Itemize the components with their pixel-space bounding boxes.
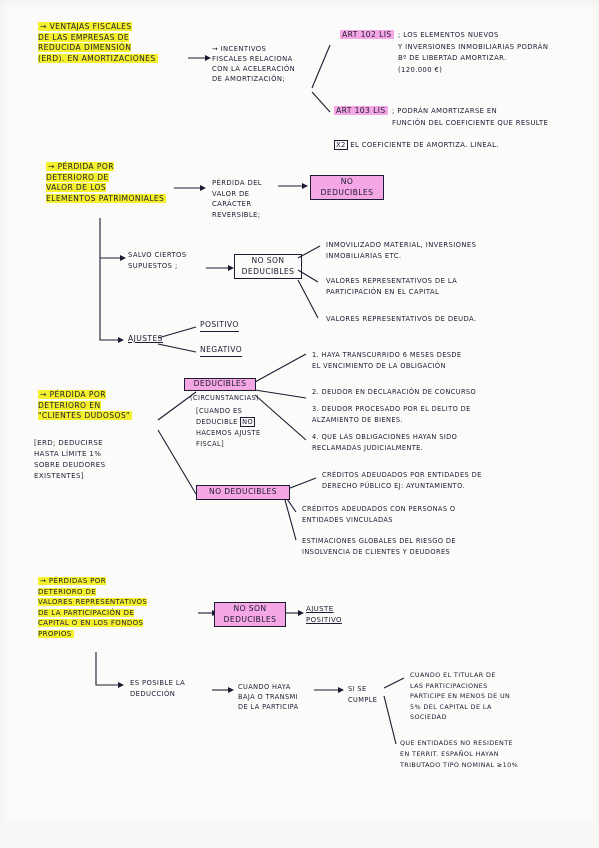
block2-item3: VALORES REPRESENTATIVOS DE DEUDA. (326, 315, 477, 323)
block3-deducibles-box: DEDUCIBLES (184, 378, 256, 391)
block4-si-se-cumple: SI SE CUMPLE (348, 685, 378, 704)
block3-cuando: [CUANDO ES DEDUCIBLE NO HACEMOS AJUSTE F… (196, 407, 261, 448)
block3-cond2: 2. DEUDOR EN DECLARACIÓN DE CONCURSO (312, 388, 477, 396)
block1-art103-label: ART 103 LIS (334, 106, 388, 115)
block2-no-deducibles-box: NO DEDUCIBLES (310, 175, 384, 200)
block1-incentivos: → INCENTIVOS FISCALES RELACIONA CON LA A… (212, 45, 296, 83)
block2-negativo: NEGATIVO (200, 345, 243, 357)
block3-nd2: CRÉDITOS ADEUDADOS CON PERSONAS O ENTIDA… (302, 505, 456, 524)
x2-box: X2 (334, 140, 348, 150)
block3-title: → PÉRDIDA POR DETERIORO EN "CLIENTES DUD… (38, 390, 132, 420)
block3-nd3: ESTIMACIONES GLOBALES DEL RIESGO DE INSO… (302, 537, 456, 556)
no-box: NO (240, 417, 256, 427)
block2-ajustes: AJUSTES (128, 334, 163, 343)
block2-salvo: SALVO CIERTOS SUPUESTOS ; (128, 251, 187, 270)
block1-art103-text: ; PODRÁN AMORTIZARSE EN FUNCIÓN DEL COEF… (392, 107, 549, 127)
block1-x2-line: X2 EL COEFICIENTE DE AMORTIZA. LINEAL. (334, 140, 499, 150)
block4-no-son-deducibles-box: NO SON DEDUCIBLES (214, 602, 286, 627)
block2-item2: VALORES REPRESENTATIVOS DE LA PARTICIPAC… (326, 277, 458, 296)
block3-cond3: 3. DEUDOR PROCESADO POR EL DELITO DE ALZ… (312, 405, 471, 424)
block2-title: → PÉRDIDA POR DETERIORO DE VALOR DE LOS … (46, 162, 167, 203)
block4-es-posible: ES POSIBLE LA DEDUCCIÓN (130, 679, 186, 698)
block2-no-son-deducibles-box: NO SON DEDUCIBLES (234, 254, 302, 279)
block2-perdida-del: PÉRDIDA DEL VALOR DE CARÁCTER REVERSIBLE… (212, 179, 262, 219)
block4-cuando-haya: CUANDO HAYA BAJA O TRANSMI DE LA PARTICI… (238, 683, 299, 711)
block2-positivo: POSITIVO (200, 320, 239, 332)
block3-cond1: 1. HAYA TRANSCURRIDO 6 MESES DESDE EL VE… (312, 351, 462, 370)
block3-cond4: 4. QUE LAS OBLIGACIONES HAYAN SIDO RECLA… (312, 433, 458, 452)
block4-title: → PÉRDIDAS POR DETERIORO DE VALORES REPR… (38, 577, 148, 638)
block3-circunstancias: (CIRCUNSTANCIAS) (190, 394, 260, 402)
block3-no-deducibles-box: NO DEDUCIBLES (196, 485, 290, 500)
block1-art102-label: ART 102 LIS (340, 30, 394, 39)
page-footer (0, 822, 599, 848)
block4-ajuste-positivo: AJUSTE POSITIVO (306, 605, 342, 624)
block1-art102-text: ; LOS ELEMENTOS NUEVOS Y INVERSIONES INM… (398, 31, 549, 74)
block4-cond1: CUANDO EL TITULAR DE LAS PARTICIPACIONES… (410, 671, 511, 721)
block1-title: → VENTAJAS FISCALES DE LAS EMPRESAS DE R… (38, 22, 158, 63)
block4-cond2: QUE ENTIDADES NO RESIDENTE EN TERRIT. ES… (400, 739, 519, 769)
block2-item1: INMOVILIZADO MATERIAL, INVERSIONES INMOB… (326, 241, 477, 260)
block3-nd1: CRÉDITOS ADEUDADOS POR ENTIDADES DE DERE… (322, 471, 482, 490)
block3-erd-note: [ERD; DEDUCIRSE HASTA LÍMITE 1% SOBRE DE… (34, 439, 106, 480)
